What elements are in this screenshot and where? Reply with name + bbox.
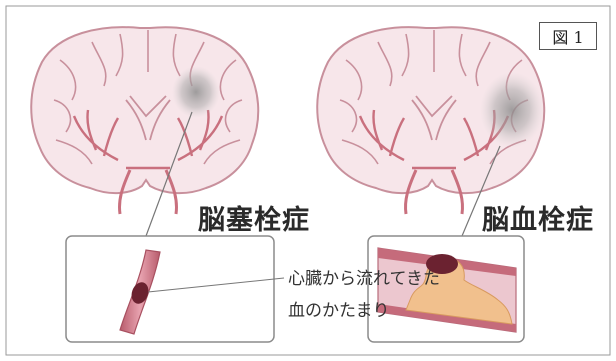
clot-description-line2: 血のかたまり: [288, 296, 390, 321]
title-embolism: 脳塞栓症: [198, 198, 310, 237]
figure-label: 図 1: [539, 22, 597, 50]
clot-description-line1: 心臓から流れてきた: [288, 264, 440, 289]
left-inset: [66, 236, 284, 342]
right-inset: [368, 236, 524, 342]
right-lesion: [480, 72, 544, 148]
left-lesion: [172, 66, 220, 118]
right-brain: [317, 27, 544, 214]
left-brain: [31, 27, 258, 214]
title-thrombosis: 脳血栓症: [482, 198, 594, 237]
